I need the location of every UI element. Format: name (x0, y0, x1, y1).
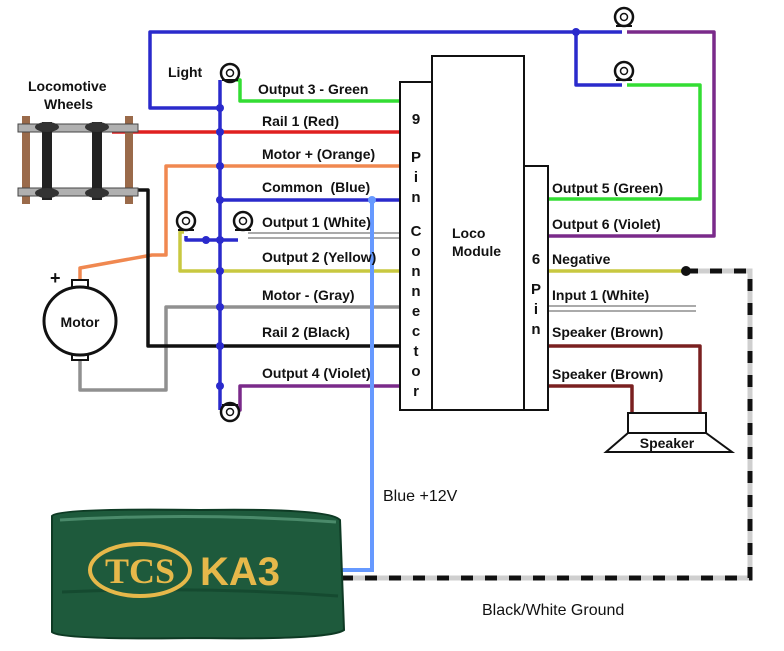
label-loco-module-line1: Loco (452, 225, 485, 241)
bulb-icon (219, 401, 241, 423)
label-common: Common (Blue) (262, 179, 370, 195)
ground-junction-dot (681, 266, 691, 276)
label-output5: Output 5 (Green) (552, 180, 663, 196)
nine-pin-connector (399, 81, 433, 411)
wire-ground-black (336, 268, 753, 581)
wire-motor-plus (78, 164, 400, 285)
bus-junctions (202, 28, 580, 390)
wire-output1-blue (184, 236, 238, 242)
label-output6: Output 6 (Violet) (552, 216, 661, 232)
pin9-char: r (413, 383, 419, 400)
pin9-char: C (411, 223, 422, 240)
pin9-char: o (411, 243, 420, 260)
pin9-char: n (411, 283, 420, 300)
wire-output6 (548, 30, 716, 238)
six-pin-vertical-label: 6 P i n (531, 251, 541, 338)
wire-output5 (548, 83, 702, 201)
wire-top-blue-loop (148, 30, 622, 110)
battery-icon (51, 508, 346, 640)
six-pin-connector (523, 165, 549, 411)
pin6-char: 6 (532, 251, 540, 268)
label-speaker-brown-1: Speaker (Brown) (552, 324, 663, 340)
blue-12v-junction (368, 196, 376, 204)
pin9-char: i (414, 169, 418, 186)
label-loco-module-line2: Module (452, 243, 501, 259)
label-output1: Output 1 (White) (262, 214, 371, 230)
bulb-icon (613, 60, 635, 82)
wire-output1 (248, 232, 400, 239)
motor-icon (42, 279, 118, 361)
label-light: Light (168, 64, 203, 80)
wheels-icon (17, 116, 139, 204)
label-ground: Black/White Ground (482, 602, 624, 619)
pin6-char: i (534, 301, 538, 318)
wire-output2 (178, 230, 400, 273)
wire-output4 (236, 384, 400, 412)
pin9-char: e (412, 303, 420, 320)
speaker-icon (603, 412, 736, 453)
nine-pin-vertical-label: 9 P i n C o n n e c t o r (411, 111, 422, 400)
label-locomotive-wheels-line2: Wheels (44, 96, 93, 112)
wire-blue-12v (336, 200, 374, 572)
label-speaker-brown-2: Speaker (Brown) (552, 366, 663, 382)
bulb-icon (175, 210, 197, 232)
wire-speaker-2 (548, 384, 634, 415)
pin6-char: n (531, 321, 540, 338)
label-motor-plus: Motor + (Orange) (262, 146, 375, 162)
label-rail2: Rail 2 (Black) (262, 324, 350, 340)
pin9-char: t (414, 343, 419, 360)
label-rail1: Rail 1 (Red) (262, 113, 339, 129)
label-input1: Input 1 (White) (552, 287, 649, 303)
wire-input1 (548, 305, 696, 312)
wire-speaker-1 (548, 344, 702, 415)
pin9-char: c (412, 323, 420, 340)
label-output2: Output 2 (Yellow) (262, 249, 376, 265)
wire-motor-minus (78, 305, 400, 392)
label-speaker: Speaker (640, 435, 695, 451)
label-output4: Output 4 (Violet) (262, 365, 371, 381)
loco-module (431, 55, 525, 411)
pin9-char: 9 (412, 111, 420, 128)
battery-brand-text: TCS (105, 551, 175, 591)
label-locomotive-wheels-line1: Locomotive (28, 78, 107, 94)
bulb-icon (219, 62, 241, 84)
battery-model-text: KA3 (200, 550, 280, 594)
pin9-char: P (411, 149, 421, 166)
pin9-char: n (411, 189, 420, 206)
label-blue-12v: Blue +12V (383, 488, 458, 505)
bulb-icon (613, 6, 635, 28)
label-motor-minus: Motor - (Gray) (262, 287, 355, 303)
label-output3: Output 3 - Green (258, 81, 368, 97)
motor-plus-sign: + (50, 268, 61, 288)
bulb-icon (232, 210, 254, 232)
pin6-char: P (531, 281, 541, 298)
pin9-char: n (411, 263, 420, 280)
pin9-char: o (411, 363, 420, 380)
label-negative: Negative (552, 251, 611, 267)
label-motor: Motor (61, 314, 100, 330)
